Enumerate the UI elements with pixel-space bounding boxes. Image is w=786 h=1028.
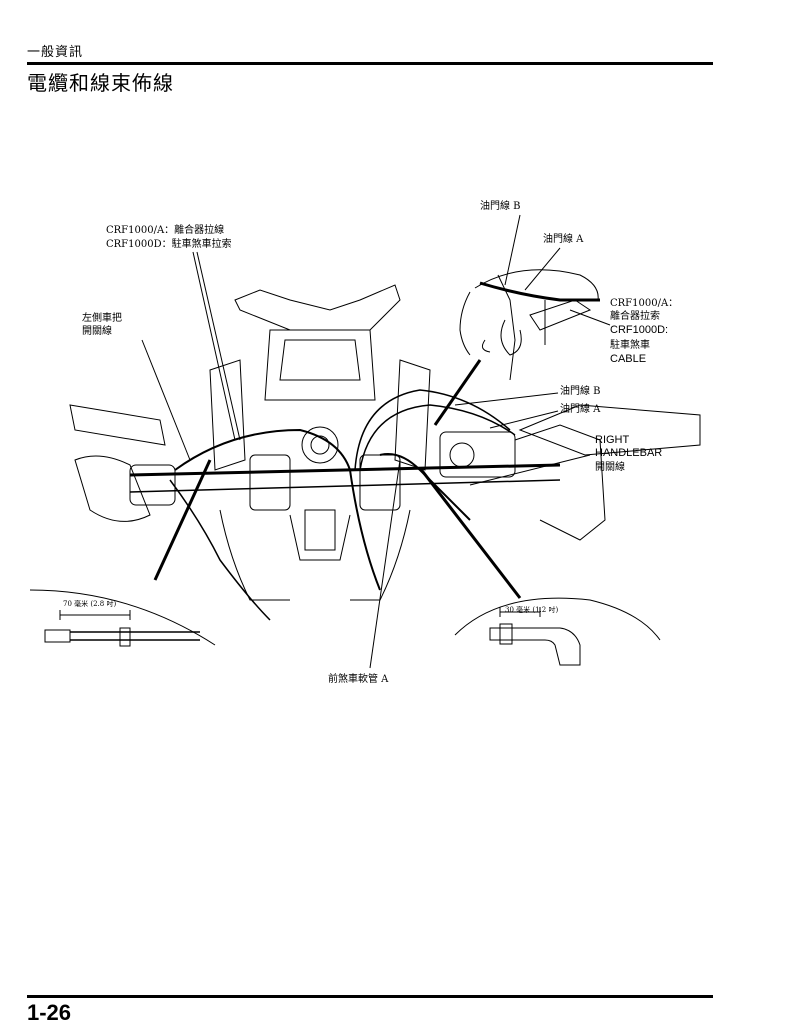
page-title: 電纜和線束佈線 xyxy=(27,71,174,95)
throttle-inset-detail xyxy=(459,269,600,381)
callout-throttle-cable-b-mid: 油門線 B xyxy=(560,386,601,397)
callout-inset-crf-line4: 駐車煞車 xyxy=(610,340,650,351)
right-bottom-inset-detail xyxy=(454,597,661,666)
section-label: 一般資訊 xyxy=(27,45,84,60)
callout-inset-crf-line5: CABLE xyxy=(610,353,647,365)
callout-front-brake-hose-a: 前煞車軟管 A xyxy=(328,674,389,685)
callout-clutch-cable-line1: CRF1000/A：離合器拉線 xyxy=(106,225,225,236)
page-number: 1-26 xyxy=(27,1000,72,1025)
callout-inset-crf-line1: CRF1000/A： xyxy=(610,298,679,309)
footer-rule xyxy=(27,995,713,998)
callout-inset-crf-line2: 離合器拉索 xyxy=(610,311,660,322)
handlebar-assembly-drawing xyxy=(69,284,701,621)
callout-left-switch-line2: 開關線 xyxy=(82,326,112,337)
header-rule xyxy=(27,62,713,65)
callout-left-switch-line1: 左側車把 xyxy=(82,313,122,324)
callout-inset-crf-line3: CRF1000D: xyxy=(610,324,669,336)
left-bottom-inset-detail xyxy=(29,589,216,647)
callout-right-switch-line1: RIGHT xyxy=(595,434,630,446)
callout-clutch-cable-line2: CRF1000D：駐車煞車拉索 xyxy=(106,239,232,250)
callout-throttle-cable-a-mid: 油門線 A xyxy=(560,404,601,415)
callout-throttle-cable-b-top: 油門線 B xyxy=(480,201,521,212)
leader-lines xyxy=(141,214,611,669)
callout-right-switch-line3: 開關線 xyxy=(595,462,625,473)
dimension-right-30mm: 30 毫米 (1.2 吋) xyxy=(505,606,559,614)
dimension-left-70mm: 70 毫米 (2.8 吋) xyxy=(63,600,117,608)
callout-right-switch-line2: HANDLEBAR xyxy=(595,447,663,459)
callout-throttle-cable-a-top: 油門線 A xyxy=(543,234,584,245)
